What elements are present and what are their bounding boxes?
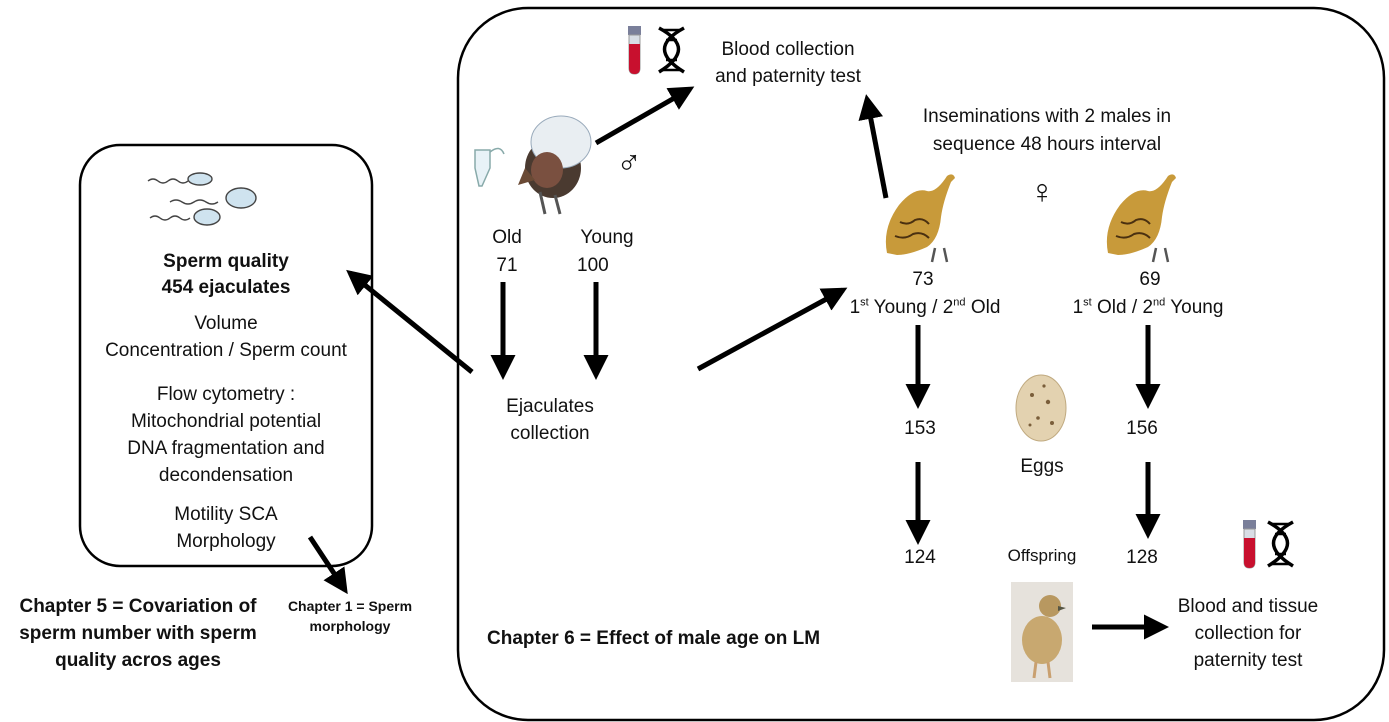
young-label: Young <box>580 227 634 248</box>
concentration-label: Concentration / Sperm count <box>105 340 347 361</box>
eggs-label: Eggs <box>1020 456 1064 477</box>
dna-icon <box>658 26 685 74</box>
offspring-group1: 124 <box>904 547 936 568</box>
young-count: 100 <box>577 255 609 276</box>
inseminations-line2: sequence 48 hours interval <box>932 134 1162 155</box>
arrow-morphology-to-ch1 <box>307 535 348 595</box>
volume-label: Volume <box>194 313 258 334</box>
group1-order: 1st Young / 2nd Old <box>849 296 1001 318</box>
male-symbol-icon: ♂ <box>616 144 642 182</box>
blood-tube-icon <box>1243 520 1256 569</box>
flow-item-decondensation: decondensation <box>158 465 294 486</box>
motility-label: Motility SCA <box>174 504 278 525</box>
blood-top-line2: and paternity test <box>715 66 861 87</box>
egg-icon <box>1015 374 1067 442</box>
sperm-quality-title: Sperm quality <box>163 251 289 272</box>
ejaculates-line2: collection <box>510 423 590 444</box>
chapter5-line1: Chapter 5 = Covariation of <box>19 596 257 617</box>
chick-icon <box>1011 582 1073 682</box>
female-bustard-icon <box>885 174 955 263</box>
ejaculates-count: 454 ejaculates <box>161 277 291 298</box>
chapter1-line1: Chapter 1 = Sperm <box>287 598 413 614</box>
inseminations-line1: Inseminations with 2 males in <box>922 106 1172 127</box>
chapter5-line2: sperm number with sperm <box>19 623 257 644</box>
group2-count: 69 <box>1139 269 1161 290</box>
arrow-male-to-blood <box>594 86 695 146</box>
female-bustard-icon <box>1106 174 1176 263</box>
chapter5-line3: quality acros ages <box>55 650 221 671</box>
arrow-female-to-blood <box>858 94 889 199</box>
offspring-label: Offspring <box>1007 546 1077 565</box>
blood-bottom-line3: paternity test <box>1193 650 1303 671</box>
experiment-frame <box>456 6 1386 722</box>
eggs-group1: 153 <box>904 418 936 439</box>
arrow-ejaculates-to-females <box>696 287 848 372</box>
group1-count: 73 <box>912 269 934 290</box>
female-symbol-icon: ♀ <box>1029 173 1055 211</box>
blood-tube-icon <box>628 26 641 75</box>
flow-item-mitochondrial: Mitochondrial potential <box>130 411 322 432</box>
sperm-icon <box>147 172 257 226</box>
chapter1-line2: morphology <box>309 618 391 634</box>
blood-bottom-line2: collection for <box>1194 623 1302 644</box>
blood-bottom-line1: Blood and tissue <box>1177 596 1319 617</box>
eppendorf-tube-icon <box>474 147 505 187</box>
dna-icon <box>1267 520 1294 568</box>
male-bustard-icon <box>518 115 592 215</box>
arrow-ejaculates-to-quality <box>346 269 474 374</box>
sperm-quality-frame <box>78 143 374 568</box>
group2-order: 1st Old / 2nd Young <box>1072 296 1224 318</box>
old-count: 71 <box>496 255 518 276</box>
chapter6-label: Chapter 6 = Effect of male age on LM <box>487 628 821 649</box>
flow-item-dna: DNA fragmentation and <box>127 438 325 459</box>
offspring-group2: 128 <box>1126 547 1158 568</box>
ejaculates-line1: Ejaculates <box>506 396 594 417</box>
flow-cytometry-title: Flow cytometry : <box>156 384 296 405</box>
eggs-group2: 156 <box>1126 418 1158 439</box>
blood-top-line1: Blood collection <box>721 39 855 60</box>
morphology-label: Morphology <box>176 531 276 552</box>
old-label: Old <box>492 227 522 248</box>
